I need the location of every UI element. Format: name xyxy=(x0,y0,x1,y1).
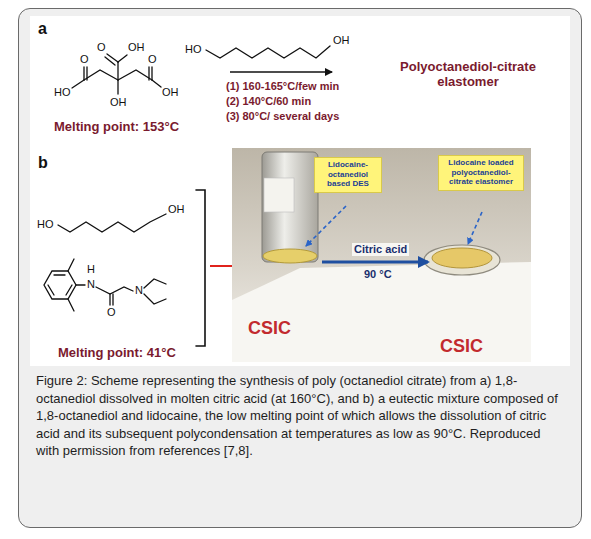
panel-letter: b xyxy=(38,154,48,172)
atom-label: H xyxy=(87,263,95,276)
condition-step: (3) 80°C/ several days xyxy=(226,110,339,123)
atom-label: HO xyxy=(185,43,202,56)
watermark: CSIC xyxy=(440,336,483,357)
melting-point: Melting point: 153°C xyxy=(54,120,179,135)
arrow-label: Citric acid xyxy=(352,243,409,256)
condition-step: (1) 160-165°C/few min xyxy=(226,80,339,93)
atom-label: O xyxy=(107,306,116,319)
atom-label: OH xyxy=(128,41,145,54)
figure-caption: Figure 2: Scheme representing the synthe… xyxy=(36,372,561,460)
atom-label: HO xyxy=(37,218,54,231)
melting-point: Melting point: 41°C xyxy=(58,346,176,361)
atom-label: OH xyxy=(162,86,179,99)
panel-letter: a xyxy=(38,20,47,38)
atom-label: OH xyxy=(168,203,185,216)
atom-label: O xyxy=(97,41,106,54)
atom-label: HO xyxy=(54,86,71,99)
atom-label: O xyxy=(148,53,157,66)
callout-text: Lidocaine loaded polyoctanediol-citrate … xyxy=(442,158,520,187)
atom-label: N xyxy=(135,284,143,297)
product-name: Polyoctanediol-citrate elastomer xyxy=(388,60,548,90)
callout-text: Lidocaine-octanediol based DES xyxy=(318,160,378,189)
arrow-label: 90 °C xyxy=(362,268,394,281)
watermark: CSIC xyxy=(248,318,291,339)
atom-label: OH xyxy=(333,34,350,47)
atom-label: O xyxy=(80,53,89,66)
callout-box: Lidocaine loaded polyoctanediol-citrate … xyxy=(438,155,524,191)
callout-box: Lidocaine-octanediol based DES xyxy=(314,157,382,193)
condition-step: (2) 140°C/60 min xyxy=(226,95,311,108)
atom-label: N xyxy=(87,278,95,291)
atom-label: OH xyxy=(110,96,127,109)
